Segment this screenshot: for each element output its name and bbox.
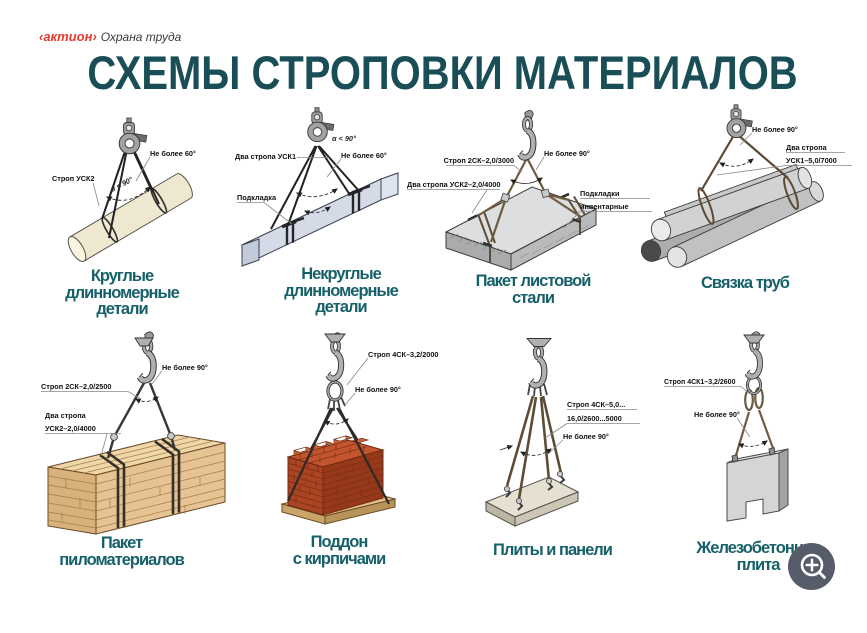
svg-text:Строп 2СК–2,0/3000: Строп 2СК–2,0/3000	[444, 156, 514, 165]
svg-text:Строп УСК2: Строп УСК2	[52, 174, 95, 183]
svg-text:УСК1–5,0/7000: УСК1–5,0/7000	[786, 156, 837, 165]
svg-text:Два стропа: Два стропа	[45, 411, 87, 420]
svg-text:Строп 4СК1–3,2/2600: Строп 4СК1–3,2/2600	[664, 379, 736, 386]
svg-text:α < 90°: α < 90°	[332, 134, 356, 143]
svg-text:Не более 60°: Не более 60°	[150, 149, 196, 158]
svg-text:Строп 2СК–2,0/2500: Строп 2СК–2,0/2500	[41, 382, 111, 391]
svg-text:инвентарные: инвентарные	[580, 202, 629, 211]
svg-text:Два стропа УСК1: Два стропа УСК1	[235, 152, 296, 161]
svg-text:Не более 90°: Не более 90°	[544, 149, 590, 158]
svg-text:Подкладки: Подкладки	[580, 189, 619, 198]
svg-text:Не более 90°: Не более 90°	[563, 432, 609, 441]
svg-text:Строп 4СК–5,0...: Строп 4СК–5,0...	[567, 400, 625, 409]
svg-text:Не более 90°: Не более 90°	[694, 410, 740, 419]
svg-text:Подкладка: Подкладка	[237, 193, 277, 202]
svg-text:Не более 90°: Не более 90°	[162, 363, 208, 372]
svg-text:Не более 90°: Не более 90°	[752, 125, 798, 134]
svg-text:УСК2–2,0/4000: УСК2–2,0/4000	[45, 424, 96, 433]
svg-text:Строп 4СК–3,2/2000: Строп 4СК–3,2/2000	[368, 350, 438, 359]
svg-text:Не более 90°: Не более 90°	[355, 385, 401, 394]
svg-text:Не более 60°: Не более 60°	[341, 151, 387, 160]
svg-text:Два стропа: Два стропа	[786, 143, 828, 152]
svg-text:16,0/2600...5000: 16,0/2600...5000	[567, 414, 622, 423]
svg-text:Два стропа УСК2–2,0/4000: Два стропа УСК2–2,0/4000	[407, 180, 501, 189]
